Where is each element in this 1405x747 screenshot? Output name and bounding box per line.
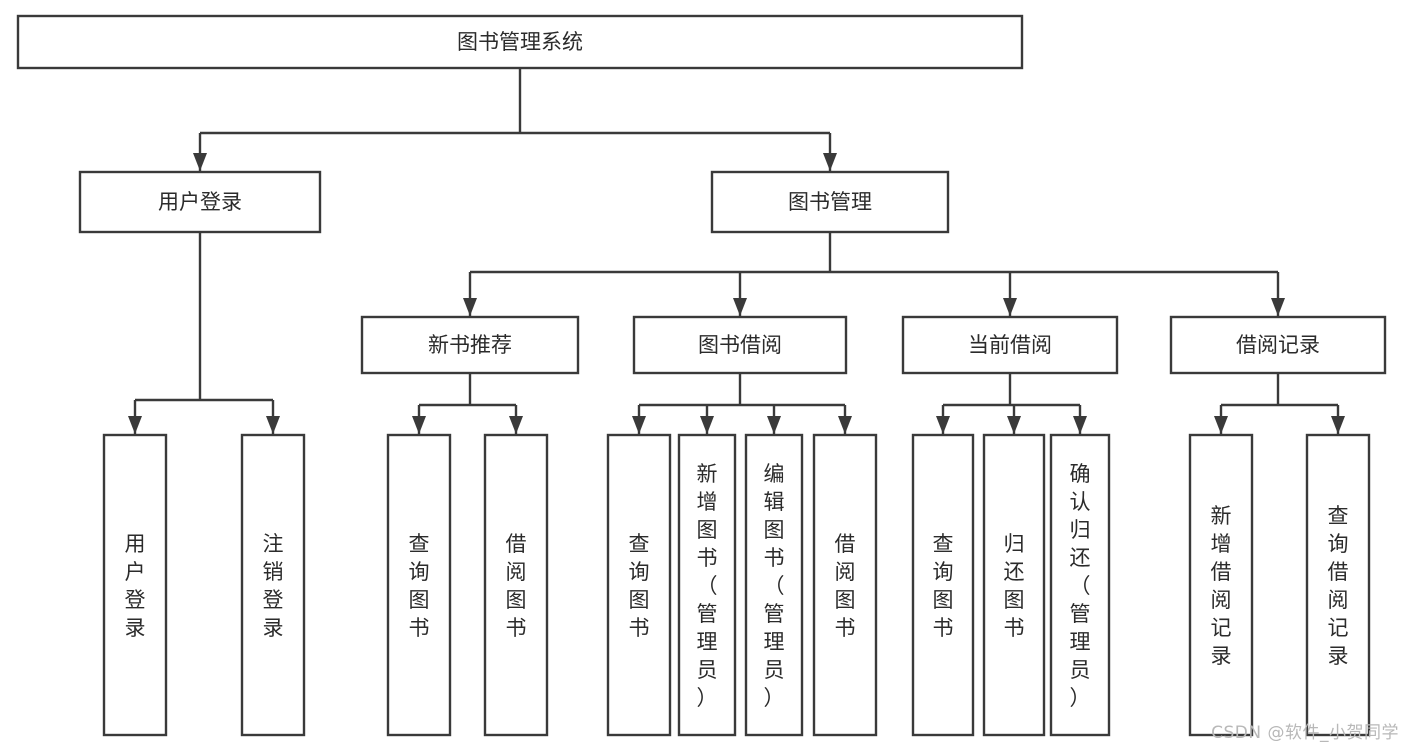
node-box-leaf_7[interactable] bbox=[812, 433, 878, 737]
node-box-l2_1[interactable] bbox=[710, 170, 950, 234]
node-box-l3_2[interactable] bbox=[901, 315, 1119, 375]
arrow-head-icon-leaf_5 bbox=[700, 416, 714, 434]
arrow-head-icon-l2_0 bbox=[193, 153, 207, 171]
node-root[interactable]: 图书管理系统 bbox=[16, 14, 1024, 70]
arrow-head-icon-leaf_6 bbox=[767, 416, 781, 434]
node-l2_0[interactable]: 用户登录 bbox=[78, 170, 322, 234]
node-box-l3_1[interactable] bbox=[632, 315, 848, 375]
node-label-root: 图书管理系统 bbox=[457, 30, 583, 54]
node-leaf_3[interactable]: 借阅图书 bbox=[483, 433, 549, 737]
arrow-head-icon-leaf_7 bbox=[838, 416, 852, 434]
node-label-leaf_10: 确认归还（管理员） bbox=[1070, 462, 1091, 710]
node-label-l3_0: 新书推荐 bbox=[428, 333, 512, 357]
node-leaf_12[interactable]: 查询借阅记录 bbox=[1305, 433, 1371, 737]
arrow-head-icon-l3_2 bbox=[1003, 298, 1017, 316]
node-box-l3_3[interactable] bbox=[1169, 315, 1387, 375]
node-box-leaf_4[interactable] bbox=[606, 433, 672, 737]
node-label-leaf_4: 查询图书 bbox=[629, 532, 650, 640]
arrow-head-icon-l3_1 bbox=[733, 298, 747, 316]
node-box-root[interactable] bbox=[16, 14, 1024, 70]
node-l3_2[interactable]: 当前借阅 bbox=[901, 315, 1119, 375]
arrow-head-icon-l3_3 bbox=[1271, 298, 1285, 316]
node-label-l2_0: 用户登录 bbox=[158, 190, 242, 214]
node-box-leaf_9[interactable] bbox=[982, 433, 1046, 737]
node-box-leaf_1[interactable] bbox=[240, 433, 306, 737]
arrow-head-icon-leaf_1 bbox=[266, 416, 280, 434]
node-box-leaf_8[interactable] bbox=[911, 433, 975, 737]
arrow-head-icon-l2_1 bbox=[823, 153, 837, 171]
node-box-leaf_5[interactable] bbox=[677, 433, 737, 737]
node-label-leaf_6: 编辑图书（管理员） bbox=[764, 462, 785, 710]
node-box-leaf_11[interactable] bbox=[1188, 433, 1254, 737]
node-leaf_0[interactable]: 用户登录 bbox=[102, 433, 168, 737]
arrow-head-icon-leaf_12 bbox=[1331, 416, 1345, 434]
node-label-leaf_8: 查询图书 bbox=[933, 532, 954, 640]
arrow-head-icon-leaf_0 bbox=[128, 416, 142, 434]
node-label-leaf_12: 查询借阅记录 bbox=[1328, 504, 1349, 668]
node-l2_1[interactable]: 图书管理 bbox=[710, 170, 950, 234]
node-leaf_10[interactable]: 确认归还（管理员） bbox=[1049, 433, 1111, 737]
node-label-leaf_0: 用户登录 bbox=[125, 532, 146, 640]
node-leaf_11[interactable]: 新增借阅记录 bbox=[1188, 433, 1254, 737]
node-label-leaf_7: 借阅图书 bbox=[835, 532, 856, 640]
node-box-leaf_10[interactable] bbox=[1049, 433, 1111, 737]
node-box-leaf_2[interactable] bbox=[386, 433, 452, 737]
node-leaf_4[interactable]: 查询图书 bbox=[606, 433, 672, 737]
arrow-head-icon-leaf_2 bbox=[412, 416, 426, 434]
arrow-head-icon-leaf_9 bbox=[1007, 416, 1021, 434]
connector-layer bbox=[128, 68, 1345, 434]
node-layer: 图书管理系统用户登录图书管理新书推荐图书借阅当前借阅借阅记录用户登录注销登录查询… bbox=[16, 14, 1387, 737]
node-label-l3_3: 借阅记录 bbox=[1236, 333, 1320, 357]
node-label-l3_2: 当前借阅 bbox=[968, 333, 1052, 357]
arrow-head-icon-leaf_4 bbox=[632, 416, 646, 434]
arrow-head-icon-l3_0 bbox=[463, 298, 477, 316]
node-leaf_1[interactable]: 注销登录 bbox=[240, 433, 306, 737]
node-label-leaf_5: 新增图书（管理员） bbox=[697, 462, 718, 710]
node-leaf_5[interactable]: 新增图书（管理员） bbox=[677, 433, 737, 737]
arrow-head-icon-leaf_10 bbox=[1073, 416, 1087, 434]
arrow-head-icon-leaf_11 bbox=[1214, 416, 1228, 434]
node-box-l2_0[interactable] bbox=[78, 170, 322, 234]
node-label-l2_1: 图书管理 bbox=[788, 190, 872, 214]
node-box-leaf_12[interactable] bbox=[1305, 433, 1371, 737]
node-leaf_7[interactable]: 借阅图书 bbox=[812, 433, 878, 737]
node-l3_0[interactable]: 新书推荐 bbox=[360, 315, 580, 375]
node-leaf_8[interactable]: 查询图书 bbox=[911, 433, 975, 737]
node-label-leaf_2: 查询图书 bbox=[409, 532, 430, 640]
node-box-leaf_3[interactable] bbox=[483, 433, 549, 737]
node-label-leaf_3: 借阅图书 bbox=[506, 532, 527, 640]
node-leaf_2[interactable]: 查询图书 bbox=[386, 433, 452, 737]
node-leaf_9[interactable]: 归还图书 bbox=[982, 433, 1046, 737]
node-label-leaf_9: 归还图书 bbox=[1004, 532, 1025, 640]
node-leaf_6[interactable]: 编辑图书（管理员） bbox=[744, 433, 804, 737]
node-label-l3_1: 图书借阅 bbox=[698, 333, 782, 357]
node-label-leaf_1: 注销登录 bbox=[263, 532, 284, 640]
arrow-head-icon-leaf_3 bbox=[509, 416, 523, 434]
node-box-l3_0[interactable] bbox=[360, 315, 580, 375]
node-box-leaf_0[interactable] bbox=[102, 433, 168, 737]
node-box-leaf_6[interactable] bbox=[744, 433, 804, 737]
arrow-head-icon-leaf_8 bbox=[936, 416, 950, 434]
node-l3_3[interactable]: 借阅记录 bbox=[1169, 315, 1387, 375]
node-l3_1[interactable]: 图书借阅 bbox=[632, 315, 848, 375]
node-label-leaf_11: 新增借阅记录 bbox=[1211, 504, 1232, 668]
